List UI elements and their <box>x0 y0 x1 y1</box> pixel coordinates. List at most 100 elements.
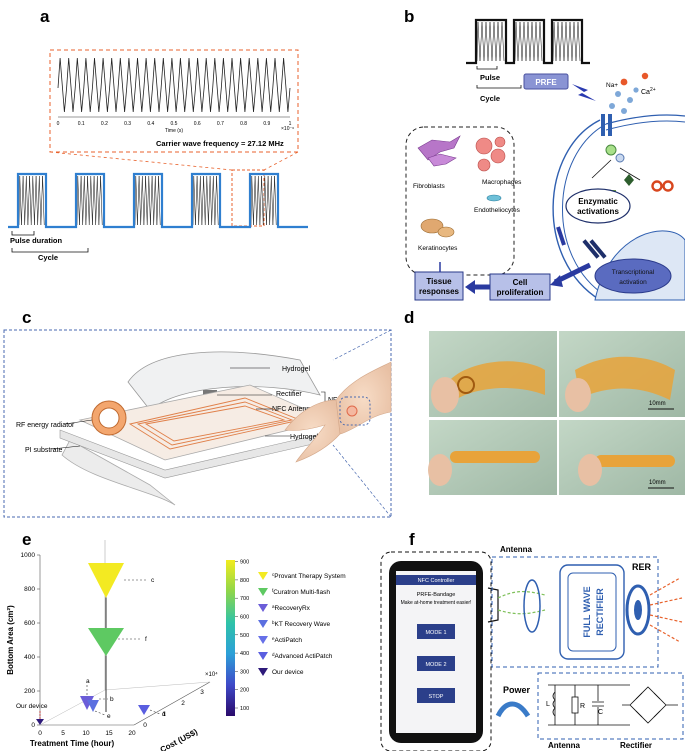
forearm <box>335 361 392 435</box>
lightning-icon <box>572 84 596 101</box>
antenna-top-label: Antenna <box>500 545 533 554</box>
power-arrow-icon <box>495 701 531 718</box>
pulse-envelope <box>8 172 308 229</box>
panel-c-frame <box>3 329 392 518</box>
zoom-xlabel: Time (s) <box>165 128 183 134</box>
panel-f-letter: f <box>409 530 415 549</box>
e-floor-edge-2 <box>104 681 211 691</box>
zoom-box <box>49 49 299 153</box>
z-tick-label: 1 <box>162 711 166 718</box>
y-tick-label: 600 <box>24 620 35 627</box>
device-on-arm <box>346 405 358 417</box>
pulse-train-b <box>466 18 590 65</box>
z-tick-label: 3 <box>200 689 204 696</box>
e-floor-edge-1 <box>39 689 106 726</box>
rectifier-label: Rectifier <box>276 391 302 398</box>
panel-c: c Hydrogel Rectifier NFC Antenna NFD RF … <box>3 308 392 518</box>
ca-bound-icon <box>615 153 625 163</box>
panel-a-letter: a <box>40 7 50 26</box>
stop-button[interactable] <box>417 688 455 703</box>
endothelial-icon <box>486 194 502 202</box>
pulse-oscillation <box>18 175 45 226</box>
cbar-tick-label: 900 <box>240 560 249 566</box>
tissue-label-1: Tissue <box>426 277 452 286</box>
zoom-connector-right <box>263 151 299 171</box>
finger-photo-1 <box>431 377 459 413</box>
rectifier-bottom-label: Rectifier <box>620 741 652 750</box>
phone-screen <box>396 571 476 733</box>
pulse-oscillation <box>514 21 543 62</box>
rectifier-block <box>559 564 625 660</box>
e-xlabel: Treatment Time (hour) <box>30 739 115 748</box>
pulse-bracket-b <box>476 66 498 70</box>
panel-d: d 10mm 10mm <box>404 308 685 495</box>
coil-photo-1 <box>457 376 475 394</box>
phone-header-bar <box>396 575 476 585</box>
legend-marker <box>258 604 268 612</box>
mode2-button[interactable] <box>417 656 455 671</box>
pulse-envelope <box>466 18 590 65</box>
panel-d-letter: d <box>404 308 414 327</box>
capacitor-label: C <box>598 709 603 716</box>
device-photo-3 <box>450 451 540 463</box>
carrier-wave <box>57 57 291 113</box>
enzymatic-activations-bubble <box>565 188 631 224</box>
macrophages-label: Macrophages <box>482 179 522 186</box>
inductor-label: L <box>546 701 550 708</box>
device-photo-1 <box>450 361 545 400</box>
pulse-duration-bracket <box>11 231 35 236</box>
enzymatic-label-2: activations <box>577 207 619 216</box>
cell-membrane-outer <box>552 119 601 301</box>
cbar-tick-label: 600 <box>240 615 249 621</box>
our-device-label: Our device <box>16 703 48 710</box>
tissue-label-2: responses <box>419 287 460 296</box>
power-label: Power <box>503 685 531 695</box>
zoom-tick-label: 0.4 <box>147 121 154 127</box>
x-tick-label: 15 <box>105 730 113 737</box>
rf-radiator-center <box>98 407 120 429</box>
nfc-waves <box>497 591 546 615</box>
radiator-leader <box>64 419 93 425</box>
cell-proliferation-box <box>489 273 551 301</box>
point-label: f <box>145 636 147 643</box>
pulse-oscillation <box>476 21 505 62</box>
device-photo-2 <box>575 356 675 400</box>
bottom-hydrogel <box>61 439 176 506</box>
pulse-train <box>8 172 308 229</box>
transcriptional-label-2: activation <box>619 279 647 286</box>
z-tick-label: 0 <box>143 722 147 729</box>
bridge-rectifier-circuit <box>616 684 678 726</box>
legend-label: dAdvanced ActiPatch <box>272 652 333 660</box>
panel-c-letter: c <box>22 308 31 327</box>
mode1-button[interactable] <box>417 624 455 639</box>
rectifier-vertical-label: RECTIFIER <box>595 588 605 636</box>
ion-dots <box>609 87 639 114</box>
nuclear-pore-1 <box>582 239 600 259</box>
arrowhead-1 <box>550 275 563 287</box>
arrowhead-2 <box>465 280 475 294</box>
e-zaxis <box>133 681 211 726</box>
phone-subtitle: Make at-home treatment easier! <box>401 600 472 606</box>
marker-kt <box>87 700 99 712</box>
pulse-oscillation <box>552 21 581 62</box>
stop-label: STOP <box>429 694 444 700</box>
legend-marker <box>258 588 268 596</box>
finger-photo-2 <box>565 378 591 412</box>
legend-marker <box>258 652 268 660</box>
y-tick-label: 200 <box>24 688 35 695</box>
mode2-label: MODE 2 <box>425 662 446 668</box>
z-tick-label: 2 <box>181 700 185 707</box>
x-tick-label: 20 <box>128 730 136 737</box>
macrophage-icon <box>475 136 506 172</box>
pulse-duration-label: Pulse duration <box>10 236 63 245</box>
pulse-oscillation <box>134 175 161 226</box>
circuit-dashed-frame <box>537 672 684 740</box>
calcium-ion-icon <box>641 72 649 80</box>
device-on-arm-box <box>339 396 371 426</box>
cbar-tick-label: 100 <box>240 706 249 712</box>
point-label: e <box>107 713 111 720</box>
